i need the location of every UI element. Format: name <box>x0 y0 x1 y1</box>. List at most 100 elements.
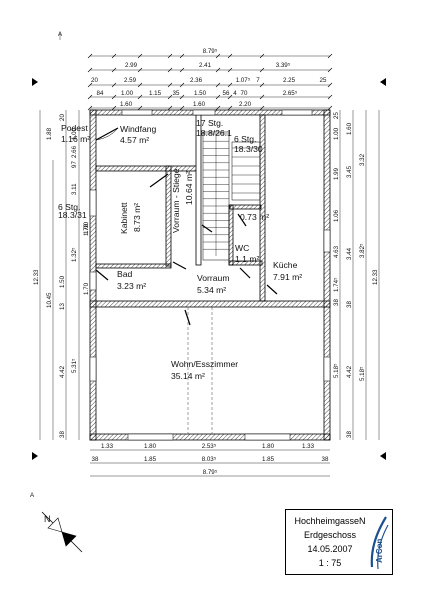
room-windfang-name: Windfang <box>120 124 157 134</box>
door-leaf <box>239 267 251 279</box>
stair-6b-name: 6 Stg. <box>58 202 80 212</box>
dim-top-r4-2: 2.20 <box>239 101 252 108</box>
room-podest-name: Podest <box>61 123 88 133</box>
dim-tick <box>179 105 185 111</box>
dim-top-1: 2.99 <box>125 62 138 69</box>
dim-bottom-r1-1: 1.80 <box>144 443 157 450</box>
room-wohnzimmer-area: 35.14 m² <box>171 371 205 381</box>
dim-tick <box>327 67 333 73</box>
staircase <box>202 131 261 261</box>
dim-bottom-r1-2: 2.53⁵ <box>202 443 217 450</box>
section-marker-top: A <box>58 31 63 40</box>
dim-top-r2-1: 2.59 <box>124 77 137 84</box>
dim-right-i5: 1.06 <box>333 209 340 222</box>
dim-tick <box>137 53 143 59</box>
dim-right-i3: 1.99 <box>333 167 340 180</box>
stair-6-ratio: 18.3/30 <box>234 144 263 154</box>
wall-wc-north <box>229 204 262 210</box>
dim-top-r3-5: 56 <box>223 90 230 97</box>
room-windfang-area: 4.57 m² <box>120 135 149 145</box>
dim-tick <box>137 82 143 88</box>
north-arrow-icon: N <box>41 511 83 553</box>
dim-left-2: 10.45 <box>46 292 53 308</box>
dim-tick <box>215 53 221 59</box>
dim-right-i2: 3.45 <box>346 165 353 178</box>
dim-top-r2-4: 7 <box>256 77 260 84</box>
dim-right-s2: 1.00 <box>333 127 340 140</box>
dim-right-i7: 1.74⁵ <box>333 277 340 292</box>
dim-tick <box>327 94 333 100</box>
dim-tick <box>137 105 143 111</box>
dim-left-8: 5.31⁵ <box>71 358 78 373</box>
dim-tick <box>327 53 333 59</box>
dim-top-r2-3: 1.07⁵ <box>236 77 251 84</box>
room-bad-name: Bad <box>117 269 133 279</box>
room-kabinett-area: 8.73 m² <box>132 203 142 232</box>
window-south <box>244 433 291 441</box>
dim-left-7: 4.42 <box>59 365 66 378</box>
dim-left-5: 1.50 <box>59 275 66 288</box>
svg-text:ArCon: ArCon <box>375 538 384 563</box>
dim-bottom-r1-4: 1.33 <box>302 443 315 450</box>
dim-tick <box>179 53 185 59</box>
dim-right-i8: 4.42 <box>346 365 353 378</box>
door-leaf <box>95 269 109 281</box>
dim-right-overall: 12.33 <box>372 269 379 285</box>
stair-17-ratio: 18.8/26.1 <box>196 128 232 138</box>
window-east <box>323 356 331 382</box>
dim-tick <box>87 82 93 88</box>
dim-right-o2: 3.82⁵ <box>359 243 366 258</box>
dim-right-s1: 25 <box>333 112 340 119</box>
wall-east <box>323 109 331 441</box>
door-leaf <box>95 127 119 141</box>
dim-tick <box>259 67 265 73</box>
dim-top-r3-3: 35 <box>173 90 180 97</box>
window-east <box>323 229 331 253</box>
dim-top-3: 3.39⁵ <box>276 62 291 69</box>
dim-bottom-r1-0: 1.33 <box>101 443 114 450</box>
dim-top-r2-5: 2.25 <box>283 77 296 84</box>
dim-tick <box>87 53 93 59</box>
dim-right-i1: 1.60 <box>346 122 353 135</box>
view-marker-icon <box>32 78 38 86</box>
room-vorraum-stiege-name: Vorraum - Stiege <box>171 168 181 233</box>
left-dimensions: 12.33 1.88 10.45 3.11 1.32⁵ 1.50 13 4.42… <box>33 110 90 440</box>
dim-top-r3-4: 1.50 <box>194 90 207 97</box>
view-marker-icon <box>380 452 386 460</box>
door-leaf <box>149 173 169 188</box>
room-wohnzimmer-name: Wohn/Esszimmer <box>171 359 238 369</box>
dim-tick <box>259 82 265 88</box>
bottom-dimensions: 1.33 1.80 2.53⁵ 1.80 1.33 38 1.85 8.03⁵ … <box>90 443 330 477</box>
dim-right-s4: 38 <box>346 301 353 308</box>
dim-top-r2-0: 20 <box>91 77 98 84</box>
dim-right-i6: 4.63 <box>333 245 340 258</box>
plan-scale: 1 : 75 <box>318 558 342 568</box>
svg-text:N: N <box>44 514 51 524</box>
dim-top-r3-1: 1.00 <box>121 90 134 97</box>
dim-tick <box>227 94 233 100</box>
dim-top-r4-1: 1.60 <box>193 101 206 108</box>
dim-left-6: 13 <box>59 303 66 310</box>
dim-top-2: 2.41 <box>199 62 212 69</box>
dim-top-r3-7: 70 <box>241 90 248 97</box>
project-name: HochheimgasseN <box>294 516 366 526</box>
wall-windfang-south <box>95 165 201 172</box>
dim-left-9: 20 <box>59 114 66 121</box>
dim-top-r2-2: 2.36 <box>190 77 203 84</box>
dim-bottom-r2-2: 8.03⁵ <box>202 456 217 463</box>
dim-tick <box>167 53 173 59</box>
dim-bottom-r1-3: 1.80 <box>262 443 275 450</box>
dim-tick <box>111 94 117 100</box>
door-leaf <box>172 261 187 270</box>
dim-right-s3: 38 <box>333 299 340 306</box>
stair-6b-ratio: 18.3/31 <box>58 210 87 220</box>
walls <box>89 109 331 441</box>
dim-tick <box>227 53 233 59</box>
wall-kabinett-south <box>95 263 172 269</box>
room-small-area: 0.73 m² <box>240 212 269 222</box>
room-podest-area: 1.16 m² <box>61 134 90 144</box>
room-kueche-area: 7.91 m² <box>273 272 302 282</box>
dim-left-15: 1.00 <box>83 221 90 234</box>
dim-bottom-r2-1: 1.85 <box>144 456 157 463</box>
door-leaf <box>201 224 213 233</box>
